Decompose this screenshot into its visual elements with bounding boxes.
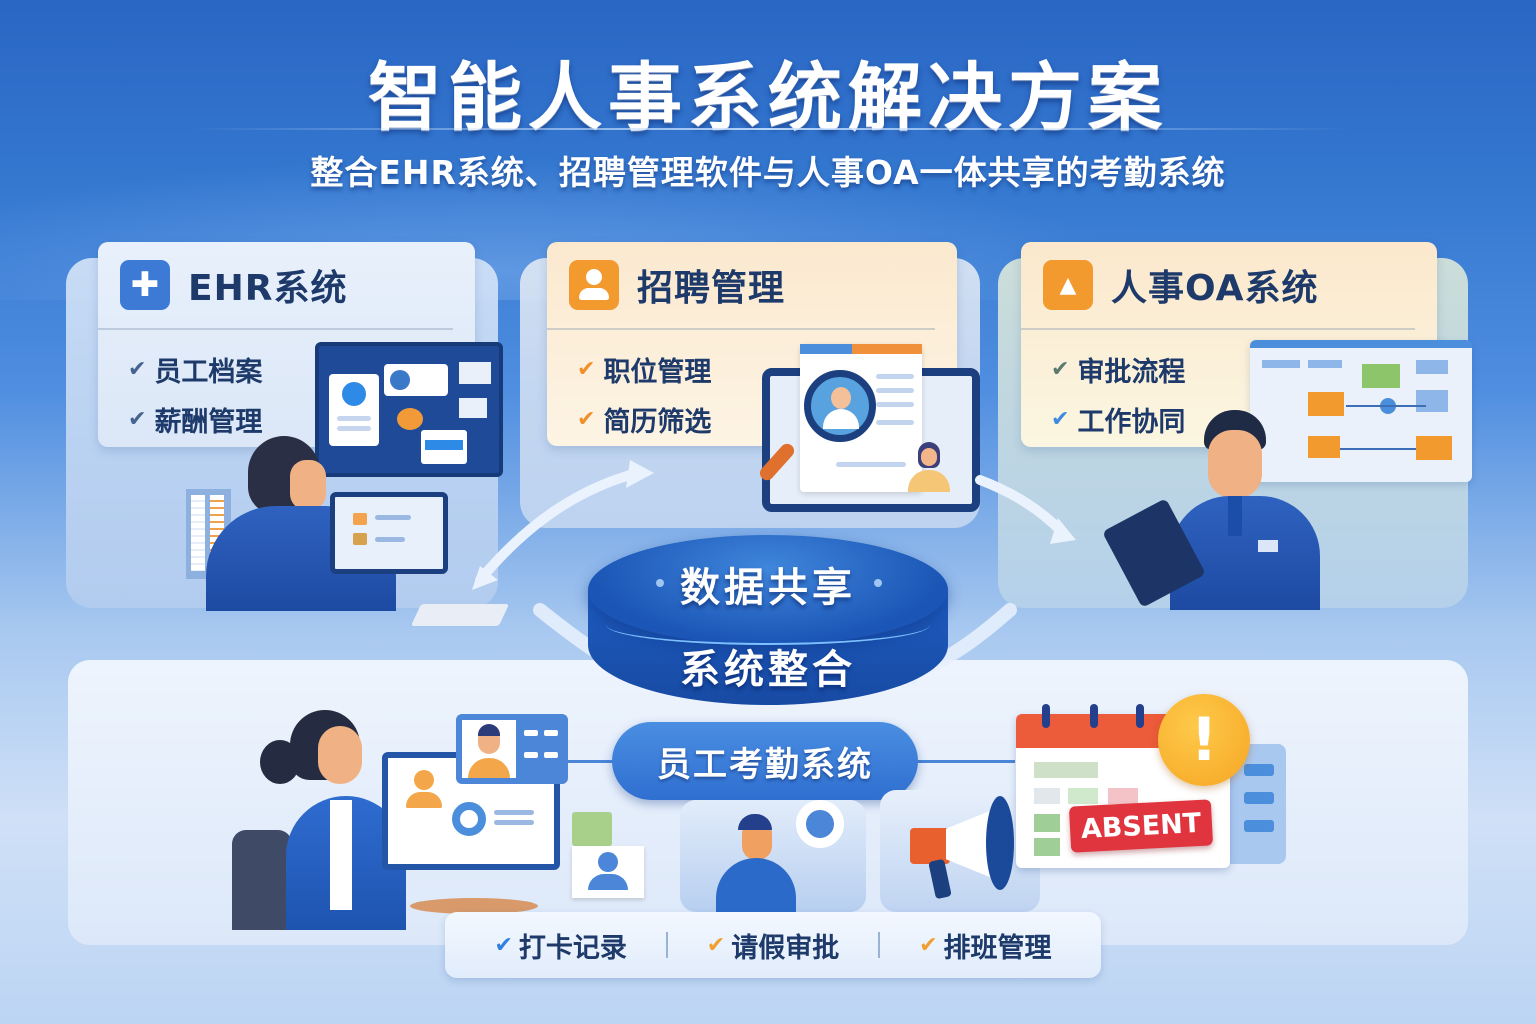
- connector-line-left: [560, 760, 616, 763]
- list-item: ✔ 审批流程: [1051, 344, 1437, 394]
- attendance-system-pill[interactable]: 员工考勤系统: [612, 722, 918, 800]
- candidate-avatar: [906, 442, 952, 492]
- check-icon: ✔: [1051, 356, 1070, 382]
- check-icon: ✔: [1051, 406, 1070, 432]
- flow-node-green: [1362, 364, 1400, 388]
- feature-label: 简历筛选: [603, 406, 712, 438]
- magnifier-icon: [804, 370, 876, 442]
- attendance-features-bar: ✔ 打卡记录 ✔ 请假审批 ✔ 排班管理: [445, 912, 1101, 978]
- feature-label: 工作协同: [1077, 406, 1186, 438]
- home-icon: ▲: [1043, 260, 1093, 310]
- desk: [410, 898, 538, 914]
- page-subtitle: 整合EHR系统、招聘管理软件与人事OA一体共享的考勤系统: [310, 153, 1226, 192]
- orange-chat-icon: [397, 408, 423, 430]
- workflow-chart-illustration: [1250, 340, 1472, 482]
- title-divider: [190, 128, 1350, 130]
- oa-card-header: ▲ 人事OA系统: [1021, 242, 1415, 330]
- check-icon: ✔: [577, 356, 596, 382]
- user-icon: [569, 260, 619, 310]
- absent-badge: ABSENT: [1068, 799, 1214, 853]
- feature-label: 职位管理: [603, 356, 712, 388]
- search-icon: [796, 800, 844, 848]
- oa-card-title: 人事OA系统: [1111, 268, 1319, 309]
- oa-feature-list: ✔ 审批流程 ✔ 工作协同: [1021, 330, 1437, 444]
- ehr-card-header: ✚ EHR系统: [98, 242, 453, 330]
- connector-line-right: [915, 760, 1015, 763]
- page-title: 智能人事系统解决方案: [368, 55, 1168, 141]
- list-item: ✔ 员工档案: [128, 344, 475, 394]
- feature-label: 员工档案: [154, 356, 263, 388]
- recruitment-card-title: 招聘管理: [637, 268, 786, 309]
- feature-label: 打卡记录: [518, 932, 627, 964]
- video-call-card: [456, 714, 568, 784]
- check-icon: ✔: [919, 932, 938, 958]
- feature-leave-approval[interactable]: ✔ 请假审批: [707, 926, 839, 965]
- photo-icon: [459, 362, 491, 384]
- check-icon: ✔: [128, 406, 147, 432]
- oa-employee-illustration: [1102, 410, 1320, 610]
- office-chair: [232, 830, 292, 930]
- chat-bubble-icon: [384, 364, 448, 396]
- recruitment-feature-list: ✔ 职位管理 ✔ 简历筛选: [547, 330, 957, 444]
- check-icon: ✔: [494, 932, 513, 958]
- recruitment-card-header: 招聘管理: [547, 242, 935, 330]
- list-item: ✔ 简历筛选: [577, 394, 957, 444]
- presenter-panel: [680, 800, 866, 912]
- megaphone-icon: [900, 790, 1020, 900]
- hub-label-data-sharing: 数据共享: [680, 565, 856, 611]
- hub-dot: [874, 579, 882, 587]
- divider: [878, 932, 881, 958]
- feature-label: 排班管理: [943, 932, 1052, 964]
- check-icon: ✔: [128, 356, 147, 382]
- feature-shift-management[interactable]: ✔ 排班管理: [919, 926, 1051, 965]
- list-item: ✔ 职位管理: [577, 344, 957, 394]
- hub-rim-line: [606, 605, 930, 645]
- divider: [665, 932, 668, 958]
- photo-icon: [459, 398, 487, 418]
- warning-icon: !: [1158, 694, 1250, 786]
- check-icon: ✔: [577, 406, 596, 432]
- dashboard-monitor-illustration: [315, 342, 503, 477]
- feature-label: 审批流程: [1077, 356, 1186, 388]
- plus-icon: ✚: [120, 260, 170, 310]
- image-icon: [572, 812, 612, 846]
- user-photo-card: [572, 846, 644, 898]
- ehr-card-title: EHR系统: [188, 268, 348, 309]
- data-sharing-hub: 数据共享 系统整合: [588, 535, 948, 705]
- desktop-monitor-illustration: [330, 492, 448, 574]
- document-icon: [329, 374, 379, 446]
- user-icon: [402, 770, 446, 814]
- list-item: ✔ 薪酬管理: [128, 394, 475, 444]
- feature-clock-in-records[interactable]: ✔ 打卡记录: [494, 926, 626, 965]
- list-item: ✔ 工作协同: [1051, 394, 1437, 444]
- ehr-feature-list: ✔ 员工档案 ✔ 薪酬管理: [98, 330, 475, 444]
- check-icon: ✔: [706, 932, 726, 958]
- hub-label-system-integration: 系统整合: [680, 647, 856, 693]
- flow-node-orange: [1308, 392, 1344, 416]
- calendar-icon: [421, 430, 467, 464]
- hub-dot: [656, 579, 664, 587]
- feature-label: 薪酬管理: [154, 406, 263, 438]
- feature-label: 请假审批: [731, 932, 840, 964]
